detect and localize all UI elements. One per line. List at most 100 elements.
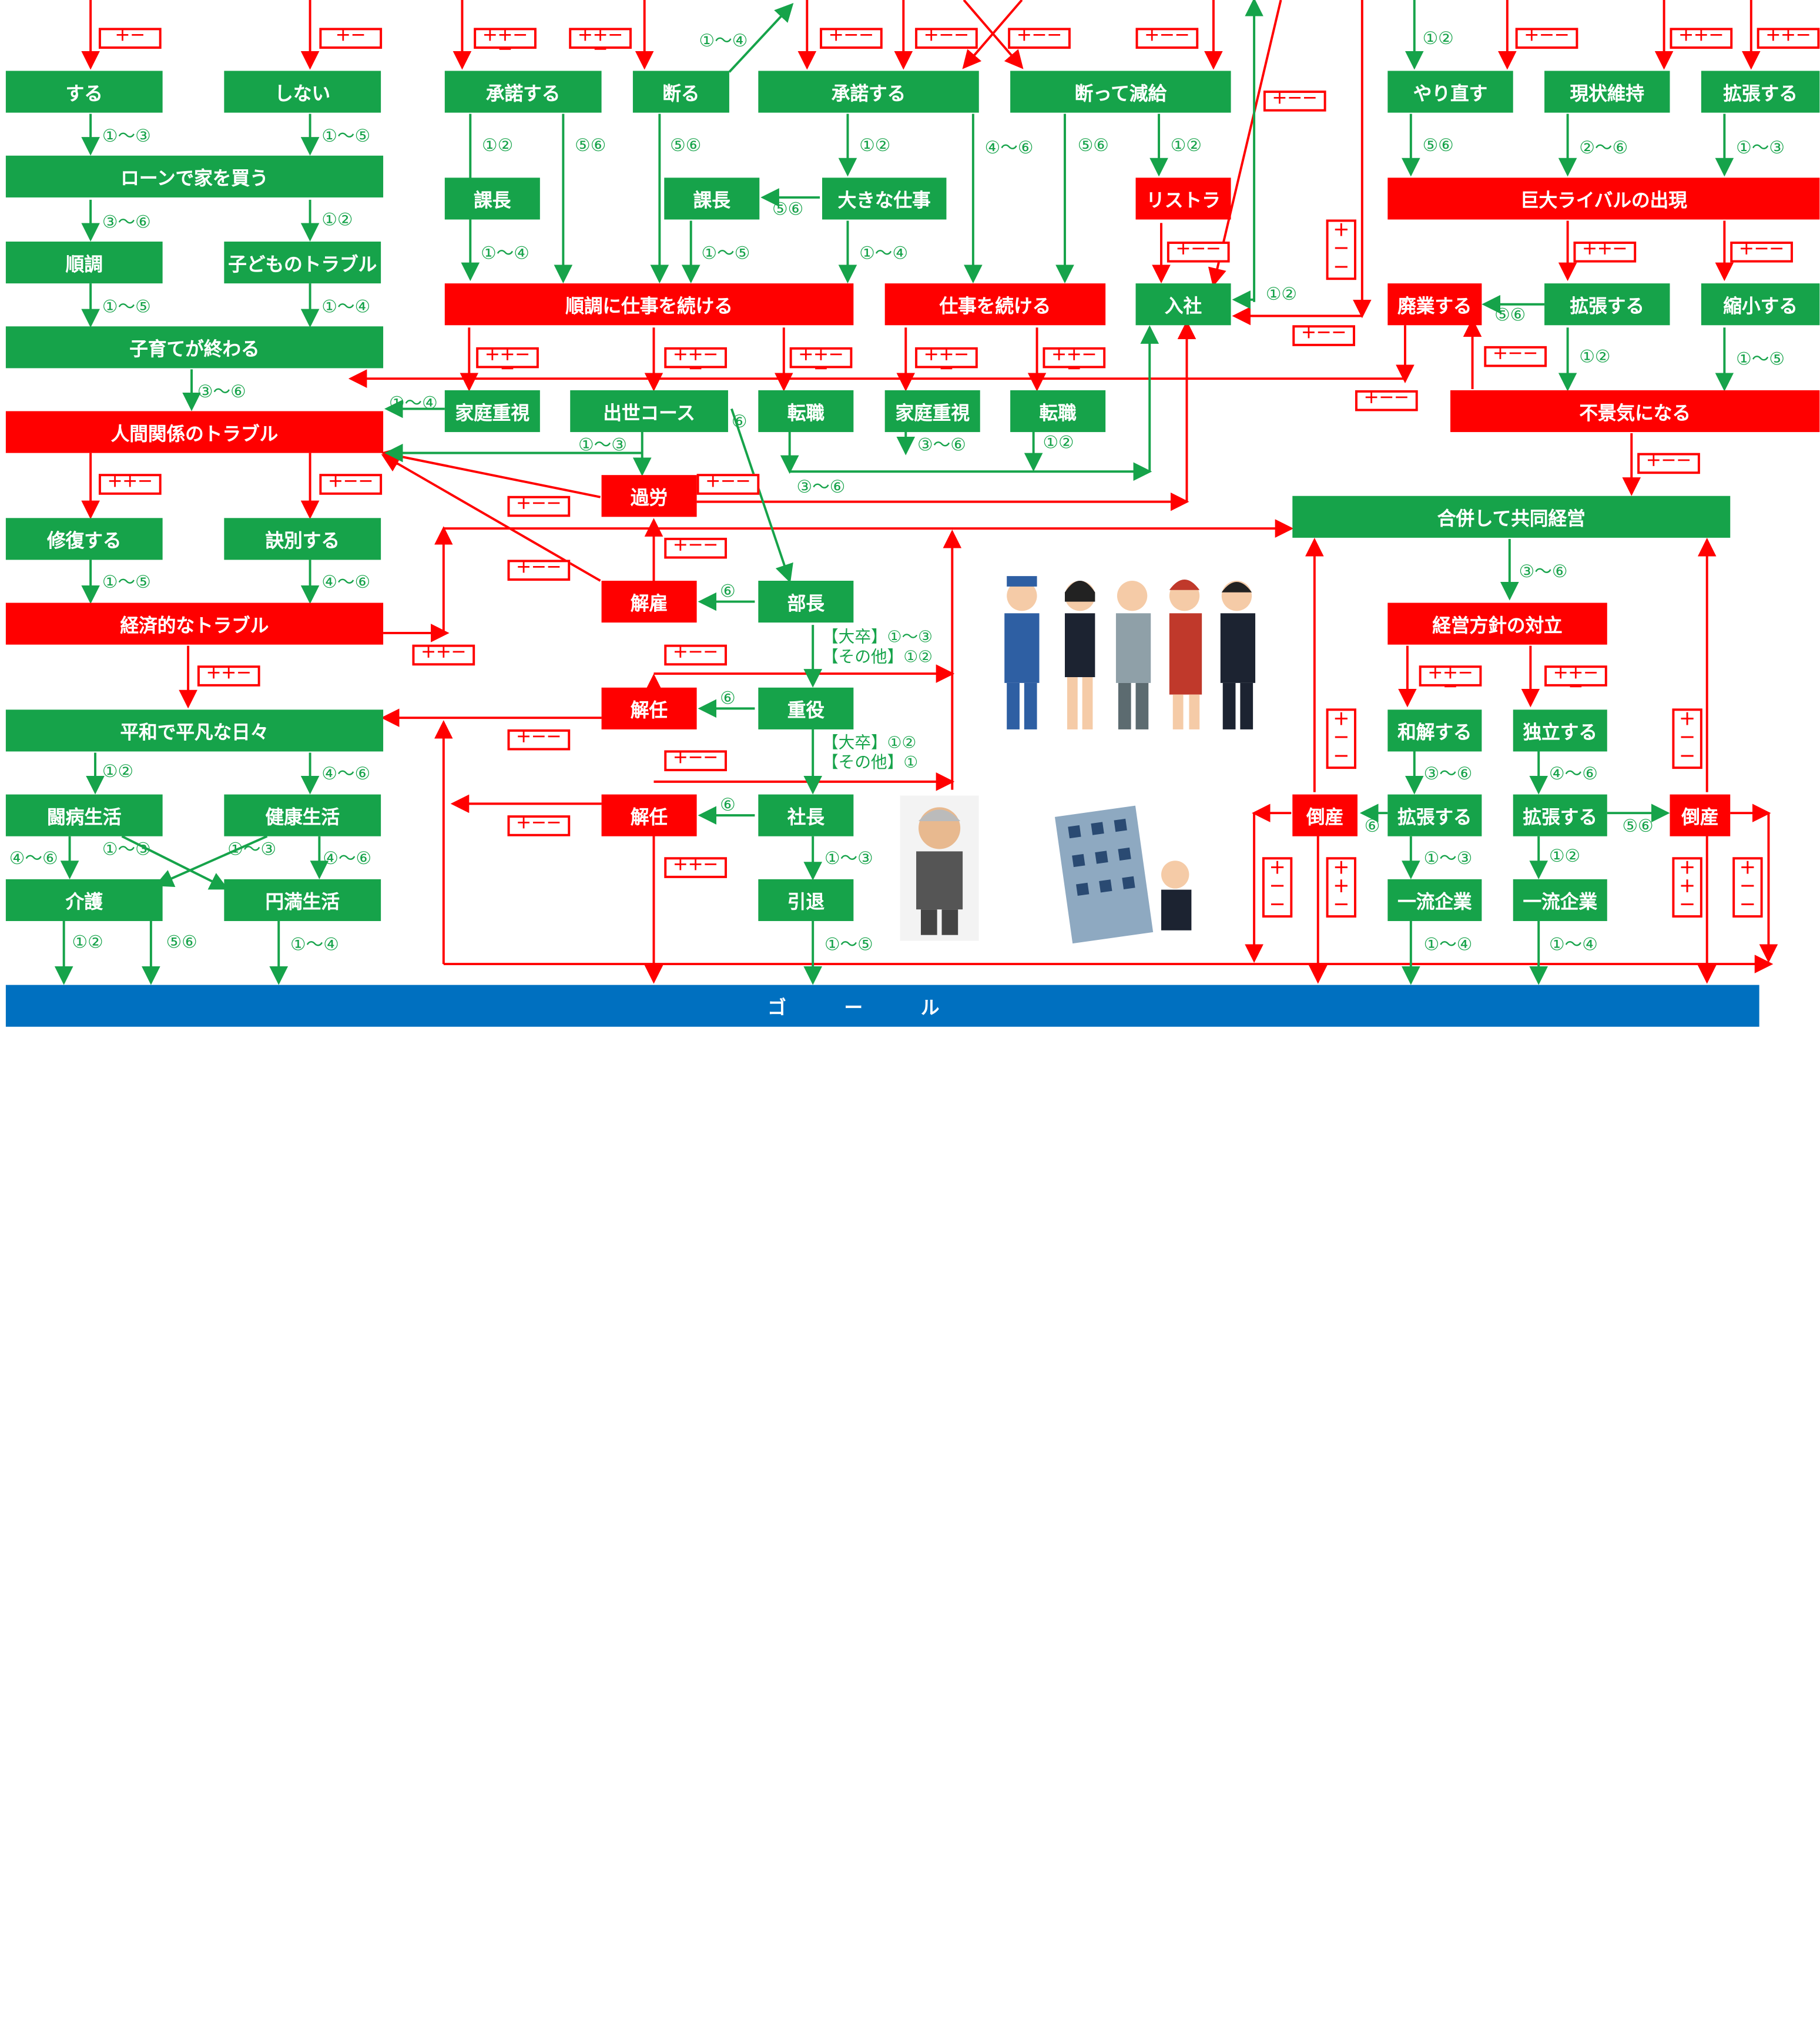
node-kainin-1: 解任	[601, 687, 697, 729]
cond-label: ④～⑥	[1548, 763, 1598, 784]
cond-label: ①～③	[227, 838, 277, 860]
node-kodomo: 子どものトラブル	[224, 242, 381, 284]
sign-char: －	[1269, 896, 1286, 916]
sign-box: ＋＋－－	[1419, 665, 1482, 696]
sign-box: ＋－－	[1135, 28, 1199, 49]
sign-char: ＋	[1333, 859, 1350, 878]
cond-label: ④～⑥	[9, 848, 58, 869]
node-loan: ローンで家を買う	[5, 155, 384, 197]
sign-box: ＋－－	[1515, 28, 1578, 49]
cond-label: ⑤⑥	[670, 135, 702, 156]
node-tobyo: 闘病生活	[5, 794, 163, 836]
cond-label: ⑥	[731, 411, 748, 433]
node-kotowatte: 断って減給	[1010, 71, 1231, 113]
sign-box-vertical: ＋－－	[1326, 219, 1356, 280]
cond-label: ①②	[1548, 845, 1581, 867]
sign-char: ＋	[1333, 222, 1350, 241]
node-kacho-2: 課長	[664, 178, 760, 220]
node-shufuku: 修復する	[5, 518, 163, 560]
node-ichiryu-1: 一流企業	[1387, 879, 1482, 921]
cond-label: ①②	[482, 135, 514, 156]
cond-label: ⑥	[1364, 815, 1380, 836]
sign-box: ＋－－	[664, 750, 727, 772]
node-fukeiki: 不景気になる	[1450, 390, 1820, 433]
sign-box: ＋－－	[1263, 91, 1326, 112]
sign-box: ＋－－	[1730, 242, 1793, 263]
cond-label: ③～⑥	[1423, 763, 1473, 784]
node-nyusha: 入社	[1135, 283, 1231, 326]
cond-label: ④～⑥	[984, 137, 1034, 158]
node-ketsubetsu: 訣別する	[224, 518, 381, 560]
node-junchoshigoto: 順調に仕事を続ける	[444, 283, 854, 326]
sign-box: ＋＋－	[98, 474, 162, 495]
cond-label: ①～⑤	[102, 571, 151, 592]
sign-box: ＋－－	[1355, 390, 1418, 411]
node-ichiryu-2: 一流企業	[1513, 879, 1607, 921]
sign-box: ＋－	[319, 28, 383, 49]
node-kenko: 健康生活	[224, 794, 381, 836]
cond-label: ①②	[1043, 432, 1074, 453]
sign-box: ＋－－	[915, 28, 978, 49]
cond-label: ⑥	[720, 687, 736, 709]
node-bucho: 部長	[758, 581, 854, 623]
sign-box-vertical: ＋＋－	[1672, 857, 1702, 918]
cond-label: ①～④	[321, 296, 371, 317]
sign-box: ＋－－	[696, 474, 760, 495]
cond-label: ③～⑥	[1519, 561, 1568, 582]
node-shusse: 出世コース	[570, 390, 728, 433]
cond-label: ①②	[102, 761, 134, 782]
node-tenshoku-2: 転職	[1010, 390, 1106, 433]
sign-box: ＋＋－	[1757, 28, 1820, 49]
cond-label: ③～⑥	[796, 476, 846, 497]
sign-box: ＋－－	[820, 28, 883, 49]
sign-box: ＋－－	[319, 474, 383, 495]
cond-label: ①～④	[388, 392, 438, 414]
sign-box: ＋－－	[1637, 453, 1700, 474]
sign-box: ＋＋－	[1573, 242, 1637, 263]
sign-char: －	[1333, 259, 1350, 278]
sign-char: －	[1679, 748, 1695, 767]
sign-box: ＋＋－－	[789, 347, 853, 377]
cond-label: ③～⑥	[197, 381, 246, 402]
sign-char: －	[1333, 896, 1350, 916]
node-ookina: 大きな仕事	[822, 178, 947, 220]
cond-label: ①②	[321, 209, 353, 230]
cond-label: ①～④	[699, 30, 748, 51]
sign-box: ＋－－	[664, 644, 727, 666]
sign-char: －	[1739, 896, 1756, 916]
cond-label: ④～⑥	[323, 848, 372, 869]
sign-box: ＋＋－－	[915, 347, 978, 377]
sign-box: ＋＋－－	[476, 347, 539, 377]
node-suru: する	[5, 71, 163, 113]
node-keiei: 経営方針の対立	[1387, 602, 1607, 645]
cond-label: ①～③	[1423, 848, 1473, 869]
sign-box: ＋－－	[1484, 346, 1547, 367]
node-shigoto: 仕事を続ける	[884, 283, 1106, 326]
sign-box-vertical: ＋＋－	[1326, 857, 1356, 918]
node-intai: 引退	[758, 879, 854, 921]
sign-char: ＋	[1739, 859, 1756, 878]
node-genjo: 現状維持	[1544, 71, 1670, 113]
cond-label: ①～⑤	[102, 296, 151, 317]
collapsing-building	[1054, 805, 1192, 944]
node-wakai: 和解する	[1387, 709, 1482, 752]
cond-label: ①～③	[578, 434, 627, 456]
sign-box: ＋＋－	[664, 857, 727, 878]
cond-label: 【大卒】①②	[822, 734, 917, 753]
goal-bar: ゴール	[5, 985, 1759, 1027]
cond-label: ①～③	[102, 838, 151, 860]
node-kotowaru: 断る	[632, 71, 729, 113]
sign-box: ＋－－	[1292, 325, 1355, 346]
sign-box-vertical: ＋－－	[1262, 857, 1293, 918]
sign-box: ＋＋－－	[1043, 347, 1106, 377]
sign-char: －	[1739, 878, 1756, 897]
sign-box-vertical: ＋－－	[1732, 857, 1763, 918]
sign-box: ＋－－	[1008, 28, 1071, 49]
cond-label: ⑤⑥	[1422, 135, 1454, 156]
cond-label: 【大卒】①～③	[822, 628, 933, 647]
node-kacho-1: 課長	[444, 178, 540, 220]
cond-label: ①～④	[1423, 933, 1473, 955]
node-kainin-2: 解任	[601, 794, 697, 836]
node-yarinaosu: やり直す	[1387, 71, 1513, 113]
node-ningen: 人間関係のトラブル	[5, 411, 384, 453]
